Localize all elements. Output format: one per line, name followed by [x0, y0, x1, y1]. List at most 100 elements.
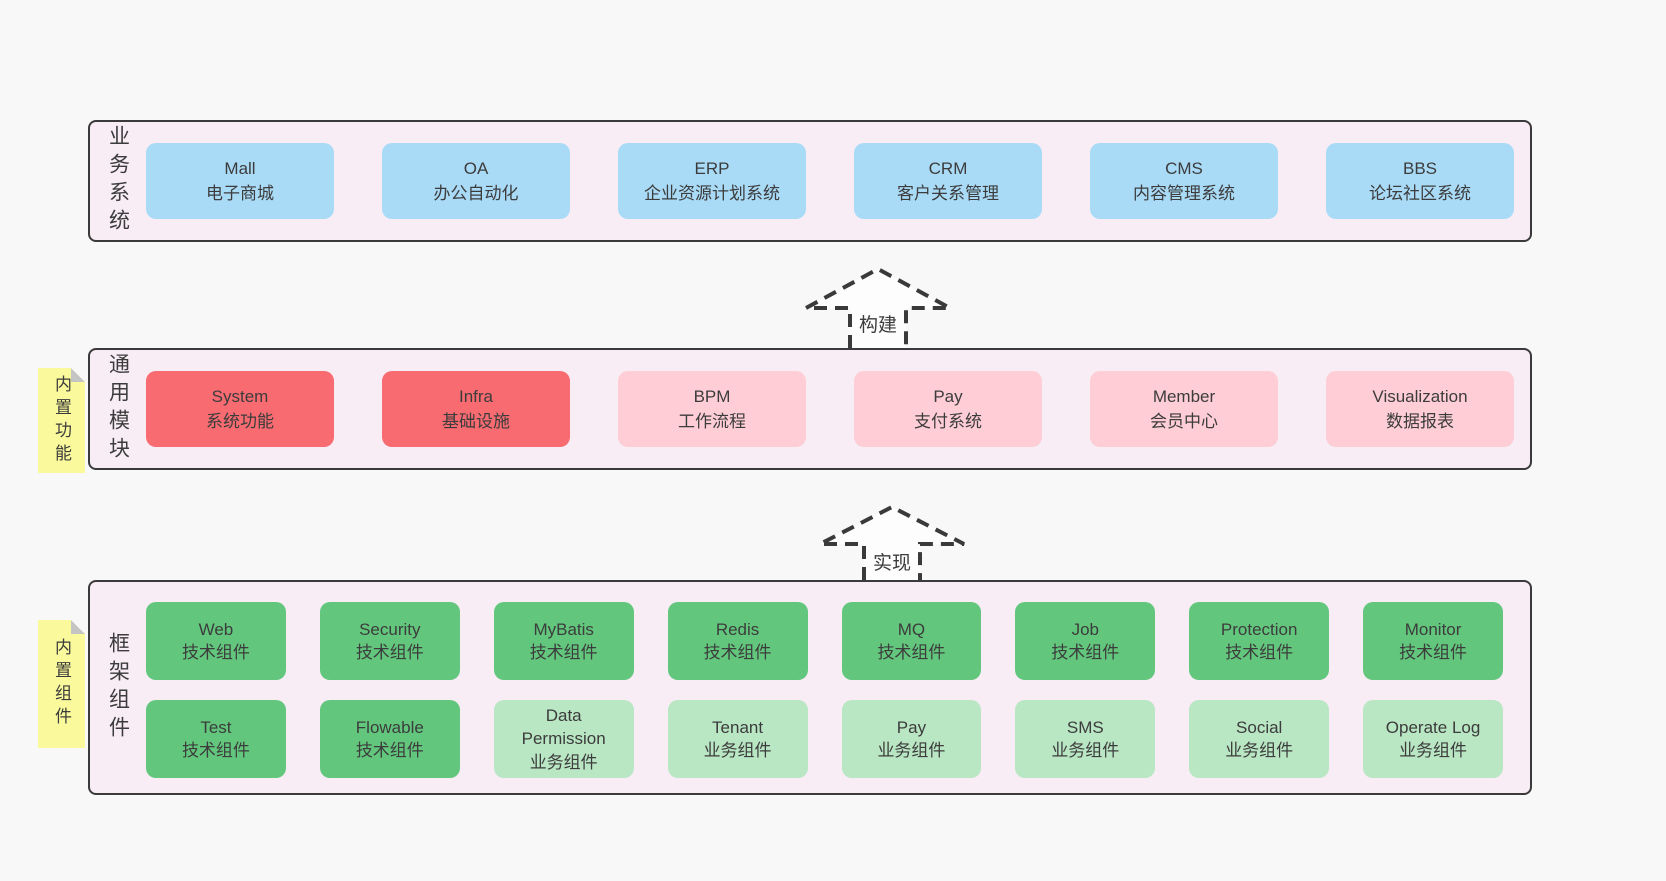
box-title: Tenant: [712, 717, 764, 737]
box-mq: MQ 技术组件: [841, 602, 982, 680]
box-test: Test 技术组件: [146, 700, 286, 778]
box-title: Member: [1152, 386, 1216, 406]
box-pay-system: Pay 支付系统: [854, 371, 1042, 447]
box-title: CMS: [1165, 158, 1203, 178]
box-subtitle: 会员中心: [1150, 412, 1218, 431]
box-subtitle: 技术组件: [529, 643, 598, 662]
box-subtitle: 技术组件: [355, 741, 424, 760]
up-arrow-icon: [819, 504, 965, 580]
box-subtitle: 数据报表: [1386, 412, 1454, 431]
box-redis: Redis 技术组件: [667, 602, 808, 680]
box-subtitle: 企业资源计划系统: [644, 184, 780, 203]
box-web: Web 技术组件: [146, 602, 286, 680]
framework-components-band-label: 框架组件: [106, 631, 130, 744]
implement-arrow-label: 实现: [870, 548, 914, 575]
box-subtitle: 客户关系管理: [897, 184, 999, 203]
box-subtitle: 论坛社区系统: [1369, 184, 1471, 203]
common-modules-boxes: System 系统功能 Infra 基础设施 BPM 工作流程 Pay 支付系统…: [146, 350, 1530, 468]
box-operate-log: Operate Log 业务组件: [1363, 700, 1503, 778]
framework-components-boxes: Web 技术组件 Security 技术组件 MyBatis 技术组件 Redi…: [146, 582, 1530, 793]
box-subtitle: 技术组件: [355, 643, 424, 662]
box-mall: Mall 电子商城: [146, 143, 334, 219]
box-subtitle: 业务组件: [1399, 741, 1468, 760]
box-subtitle: 业务组件: [703, 741, 772, 760]
box-title: SMS: [1066, 717, 1104, 737]
box-title: Web: [198, 619, 234, 639]
box-job: Job 技术组件: [1015, 602, 1156, 680]
business-systems-boxes: Mall 电子商城 OA 办公自动化 ERP 企业资源计划系统 CRM 客户关系…: [146, 122, 1530, 240]
box-subtitle: 办公自动化: [433, 184, 519, 203]
box-crm: CRM 客户关系管理: [854, 143, 1042, 219]
box-title: CRM: [928, 158, 968, 178]
box-subtitle: 业务组件: [1051, 741, 1120, 760]
builtin-components-sticky: 内置组件: [38, 620, 85, 748]
build-arrow-label: 构建: [856, 310, 900, 337]
box-subtitle: 工作流程: [678, 412, 746, 431]
box-system: System 系统功能: [146, 371, 334, 447]
box-title: Pay: [896, 717, 927, 737]
box-title: Pay: [933, 386, 963, 406]
box-subtitle: 业务组件: [529, 752, 598, 772]
box-title: Data Permission: [521, 705, 606, 749]
box-member: Member 会员中心: [1090, 371, 1278, 447]
box-cms: CMS 内容管理系统: [1090, 143, 1278, 219]
box-title: MQ: [897, 619, 926, 639]
box-protection: Protection 技术组件: [1189, 602, 1330, 680]
sticky-fold-corner-icon: [71, 620, 85, 634]
common-modules-band: 通用模块 System 系统功能 Infra 基础设施 BPM 工作流程 Pay…: [88, 348, 1532, 470]
box-data-permission: Data Permission 业务组件: [493, 700, 634, 778]
box-title: ERP: [694, 158, 730, 178]
box-title: BPM: [693, 386, 731, 406]
box-subtitle: 基础设施: [442, 412, 510, 431]
box-title: Redis: [715, 619, 760, 639]
business-systems-band: 业务系统 Mall 电子商城 OA 办公自动化 ERP 企业资源计划系统 CRM…: [88, 120, 1532, 242]
box-tenant: Tenant 业务组件: [667, 700, 808, 778]
box-flowable: Flowable 技术组件: [319, 700, 460, 778]
framework-components-band: 框架组件 Web 技术组件 Security 技术组件 MyBatis 技术组件…: [88, 580, 1532, 795]
box-title: Infra: [458, 386, 494, 406]
box-pay-component: Pay 业务组件: [841, 700, 982, 778]
box-title: OA: [463, 158, 489, 178]
box-subtitle: 技术组件: [1225, 643, 1294, 662]
box-title: Job: [1071, 619, 1100, 639]
box-monitor: Monitor 技术组件: [1363, 602, 1503, 680]
box-title: Visualization: [1372, 386, 1468, 406]
box-erp: ERP 企业资源计划系统: [618, 143, 806, 219]
implement-arrow: 实现: [817, 504, 967, 580]
box-subtitle: 技术组件: [877, 643, 946, 662]
box-subtitle: 技术组件: [181, 643, 250, 662]
box-title: Test: [200, 717, 232, 737]
box-title: System: [211, 386, 269, 406]
build-arrow: 构建: [803, 266, 953, 348]
box-title: Monitor: [1404, 619, 1462, 639]
box-title: MyBatis: [533, 619, 594, 639]
box-title: Protection: [1220, 619, 1298, 639]
business-systems-band-label: 业务系统: [106, 125, 130, 237]
box-oa: OA 办公自动化: [382, 143, 570, 219]
box-subtitle: 电子商城: [206, 184, 274, 203]
box-subtitle: 业务组件: [1225, 741, 1294, 760]
box-sms: SMS 业务组件: [1015, 700, 1156, 778]
box-title: Social: [1236, 717, 1283, 737]
box-visualization: Visualization 数据报表: [1326, 371, 1514, 447]
box-title: BBS: [1402, 158, 1438, 178]
box-title: Flowable: [355, 717, 424, 737]
box-subtitle: 技术组件: [181, 741, 250, 760]
builtin-features-sticky: 内置功能: [38, 368, 85, 473]
box-title: Operate Log: [1385, 717, 1481, 737]
box-subtitle: 技术组件: [703, 643, 772, 662]
sticky-fold-corner-icon: [71, 368, 85, 382]
box-bpm: BPM 工作流程: [618, 371, 806, 447]
box-infra: Infra 基础设施: [382, 371, 570, 447]
box-bbs: BBS 论坛社区系统: [1326, 143, 1514, 219]
box-title: Security: [359, 619, 421, 639]
box-subtitle: 技术组件: [1399, 643, 1468, 662]
box-subtitle: 业务组件: [877, 741, 946, 760]
up-arrow-icon: [805, 266, 951, 348]
box-subtitle: 内容管理系统: [1133, 184, 1235, 203]
common-modules-band-label: 通用模块: [106, 353, 130, 465]
box-subtitle: 系统功能: [206, 412, 274, 431]
box-security: Security 技术组件: [319, 602, 460, 680]
box-social: Social 业务组件: [1189, 700, 1330, 778]
box-subtitle: 支付系统: [914, 412, 982, 431]
